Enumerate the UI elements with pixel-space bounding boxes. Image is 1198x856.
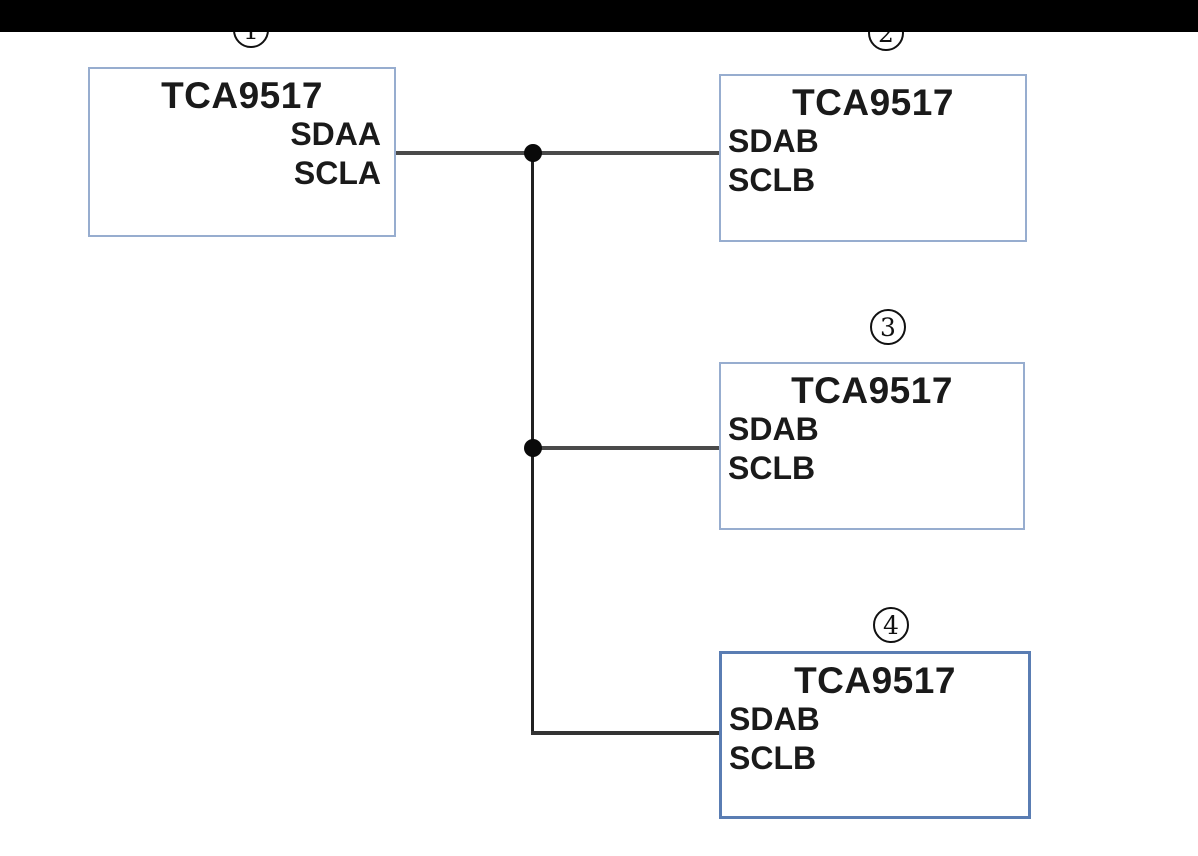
pin-label-sdab: SDAB [728, 411, 819, 447]
bus-wire-horizontal-1 [394, 151, 721, 155]
ic-title: TCA9517 [791, 370, 953, 411]
ic-block-4: TCA9517 SDAB SCLB [719, 651, 1031, 819]
bus-wire-horizontal-2 [531, 446, 721, 450]
badge-number: 3 [880, 312, 896, 342]
ic-block-2: TCA9517 SDAB SCLB [719, 74, 1027, 242]
ic-title: TCA9517 [792, 82, 954, 123]
badge-circle-3: 3 [870, 309, 906, 345]
pin-list: SDAB SCLB [722, 700, 1028, 778]
pin-label-sdab: SDAB [729, 701, 820, 737]
junction-dot-2 [524, 439, 542, 457]
badge-circle-4: 4 [873, 607, 909, 643]
pin-label-sclb: SCLB [729, 740, 817, 776]
top-black-bar [0, 0, 1198, 32]
ic-title: TCA9517 [794, 660, 956, 701]
bus-wire-horizontal-3 [531, 731, 722, 735]
pin-label-sclb: SCLB [728, 450, 816, 486]
pin-list: SDAB SCLB [721, 122, 1025, 200]
pin-label-sclb: SCLB [728, 162, 816, 198]
ic-block-1: TCA9517 SDAA SCLA [88, 67, 396, 237]
pin-label-scla: SCLA [293, 155, 381, 191]
junction-dot-1 [524, 144, 542, 162]
ic-title: TCA9517 [161, 75, 323, 116]
pin-list: SDAB SCLB [721, 410, 1023, 488]
badge-number: 4 [883, 610, 899, 640]
pin-label-sdaa: SDAA [290, 116, 381, 152]
pin-label-sdab: SDAB [728, 123, 819, 159]
ic-block-3: TCA9517 SDAB SCLB [719, 362, 1025, 530]
pin-list: SDAA SCLA [90, 115, 394, 193]
